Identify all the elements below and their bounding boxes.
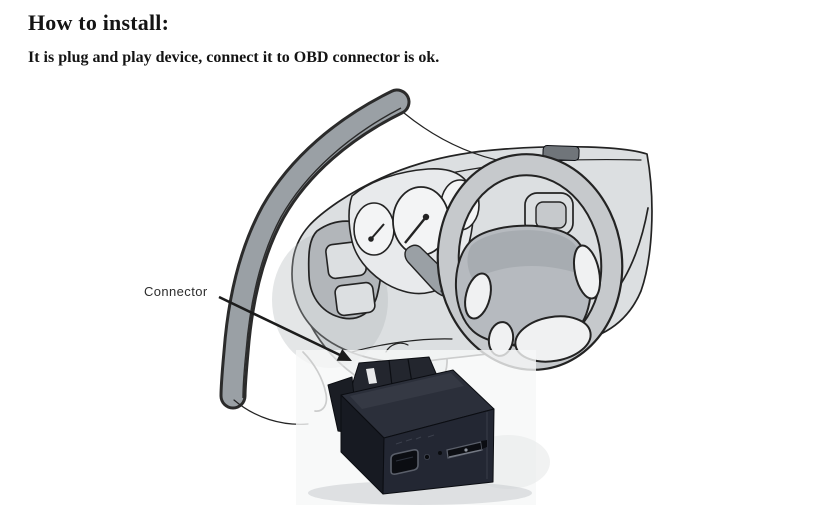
usb-port [390, 449, 419, 475]
gauge-left [353, 202, 395, 256]
device-shadow [308, 481, 532, 505]
instruction-text: It is plug and play device, connect it t… [28, 49, 440, 66]
spoke-gap-right [572, 244, 602, 300]
mic-hole [438, 451, 442, 455]
vent-opening-lower [334, 281, 376, 317]
sd-card-slot [446, 440, 487, 459]
embossed-label [395, 434, 435, 445]
defroster-vent [542, 145, 580, 161]
connector-arrow [218, 295, 352, 361]
plug-slot [366, 368, 377, 384]
led-indicator [423, 453, 430, 460]
page-title: How to install: [28, 10, 170, 35]
gauge-center-needle [404, 216, 427, 244]
spoke-gap-left [464, 272, 492, 320]
a-pillar [219, 88, 411, 425]
right-vent-inner [535, 201, 567, 229]
obd-device-photo [296, 350, 550, 505]
gauge-left-needle [370, 223, 385, 240]
arrowhead-icon [336, 349, 352, 361]
connector-label: Connector [144, 284, 208, 299]
hub-shading [467, 230, 585, 280]
pillar-trim-line [242, 107, 402, 399]
device-front-face [382, 408, 495, 495]
